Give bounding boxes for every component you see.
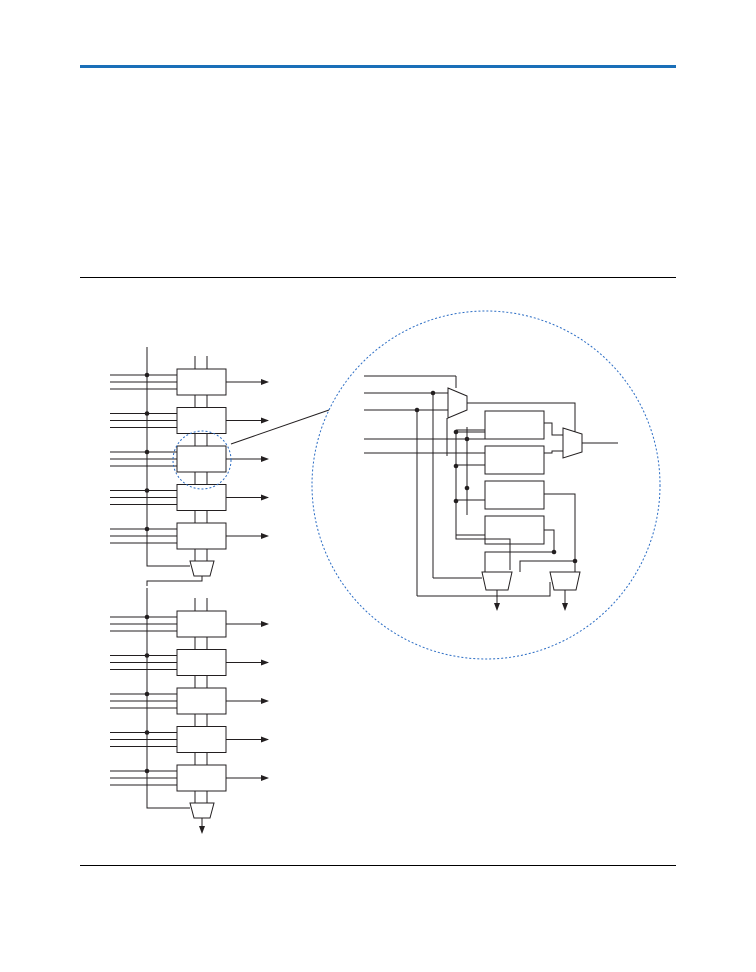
register-output-line (519, 560, 575, 572)
block-connector (194, 675, 208, 689)
figure-top-rule (80, 277, 676, 278)
junction-dot (453, 498, 459, 504)
register-block (484, 410, 545, 440)
mux-select-line (146, 536, 190, 567)
register-output-line (544, 450, 563, 454)
junction-dot (144, 372, 150, 378)
junction-dot (144, 449, 150, 455)
header-rule (80, 65, 676, 68)
output-mux-right (562, 427, 583, 459)
figure-bottom-rule (80, 865, 676, 866)
block-connector (194, 548, 208, 562)
block-connector (194, 713, 208, 727)
bottom-mux (549, 571, 581, 591)
junction-dot (144, 526, 150, 532)
logic-block (176, 649, 227, 676)
register-output-line (484, 551, 554, 572)
register-output-line (544, 493, 576, 561)
chain-line (146, 576, 203, 586)
logic-block (176, 726, 227, 753)
junction-dot (430, 390, 436, 396)
block-column (110, 347, 330, 834)
register-block (484, 480, 545, 510)
junction-dot (464, 485, 470, 491)
mux-input-line (417, 582, 551, 597)
block-connector (194, 752, 208, 766)
logic-block (176, 407, 227, 434)
block-connector (194, 510, 208, 524)
zoom-callout-large (311, 310, 661, 660)
zoom-detail (311, 310, 661, 660)
block-connector (194, 636, 208, 650)
logic-block (176, 445, 227, 473)
register-output-line (544, 529, 555, 552)
block-group (110, 588, 269, 834)
logic-block (176, 522, 227, 550)
junction-dot (144, 488, 150, 493)
block-group (110, 347, 269, 586)
logic-block (176, 764, 227, 792)
output-mux (189, 802, 215, 819)
logic-block (176, 368, 227, 396)
block-connector (194, 433, 208, 447)
zoom-leader-line (230, 409, 330, 445)
zoom-callout-small (172, 430, 232, 490)
register-output-line (544, 422, 563, 436)
junction-dot (144, 411, 150, 416)
junction-dot (414, 407, 420, 413)
mux-select-line (146, 778, 190, 809)
mux-output-line (467, 402, 576, 440)
junction-dot (144, 768, 150, 774)
block-connector (194, 790, 208, 804)
register-output-line (455, 530, 511, 570)
input-mux (447, 387, 468, 419)
block-connector (194, 394, 208, 408)
junction-dot (144, 614, 150, 620)
bottom-mux (481, 571, 513, 591)
block-connector (194, 471, 208, 485)
junction-dot (453, 463, 459, 469)
logic-block (176, 610, 227, 638)
register-block (484, 515, 545, 545)
logic-block (176, 484, 227, 511)
junction-dot (144, 653, 150, 658)
register-block (484, 445, 545, 475)
logic-block (176, 687, 227, 715)
junction-dot (144, 691, 150, 697)
output-mux (189, 560, 215, 577)
junction-dot (144, 730, 150, 735)
